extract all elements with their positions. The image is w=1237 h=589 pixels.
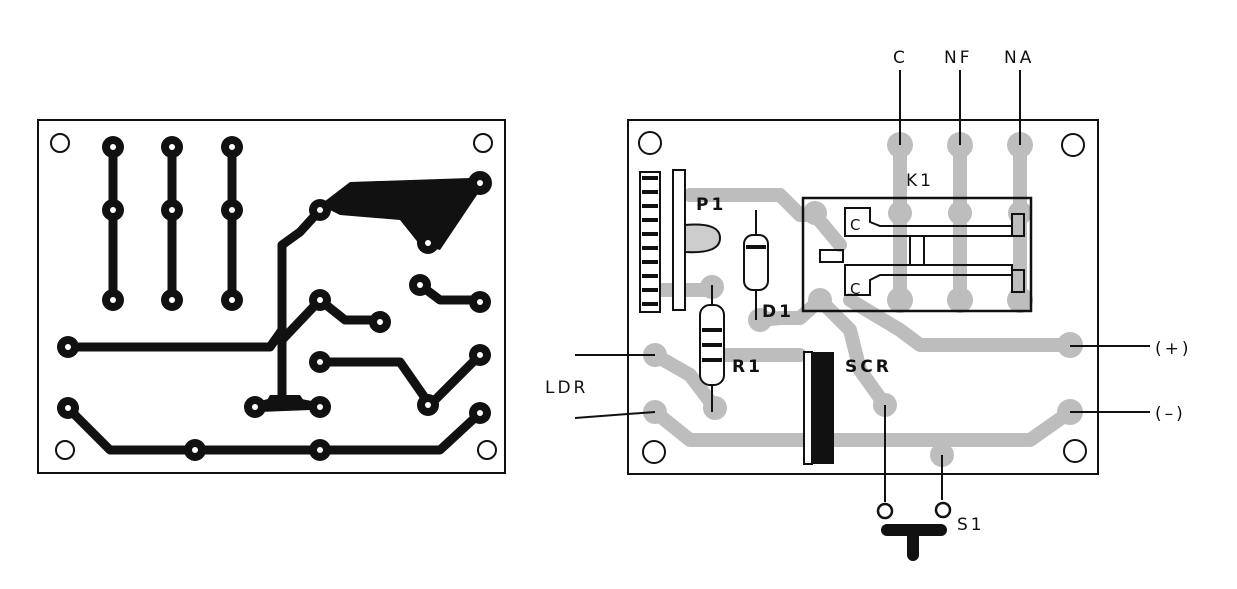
label-k1: K1 (906, 171, 934, 191)
label-s1: S1 (957, 515, 985, 535)
resistor-r1 (699, 285, 725, 412)
pcb-copper-side (37, 119, 506, 474)
label-p1: P1 (696, 195, 726, 215)
label-ldr: LDR (545, 378, 588, 398)
relay-contact-label: C (850, 280, 860, 298)
diode-d1 (743, 210, 769, 320)
label-r1: R1 (732, 357, 763, 377)
relay-contact-label: C (850, 216, 860, 234)
label-nf: NF (944, 48, 973, 68)
label-plus: (+) (1155, 339, 1192, 359)
label-d1: D1 (762, 302, 794, 322)
switch-s1-button (881, 524, 947, 561)
label-na: NA (1004, 48, 1034, 68)
copper-traces (63, 142, 485, 455)
mounting-holes-right (638, 131, 1087, 464)
label-c: C (893, 48, 908, 68)
label-minus: (–) (1155, 404, 1186, 424)
pcb-component-side: C C (545, 48, 1192, 561)
label-scr: SCR (845, 357, 892, 377)
external-wires (574, 70, 1150, 561)
relay-k1: C C (801, 196, 1033, 313)
scr-component (803, 351, 834, 465)
potentiometer-p1 (639, 169, 722, 313)
mounting-holes-left (50, 133, 497, 460)
copper-overlay (643, 132, 1083, 467)
